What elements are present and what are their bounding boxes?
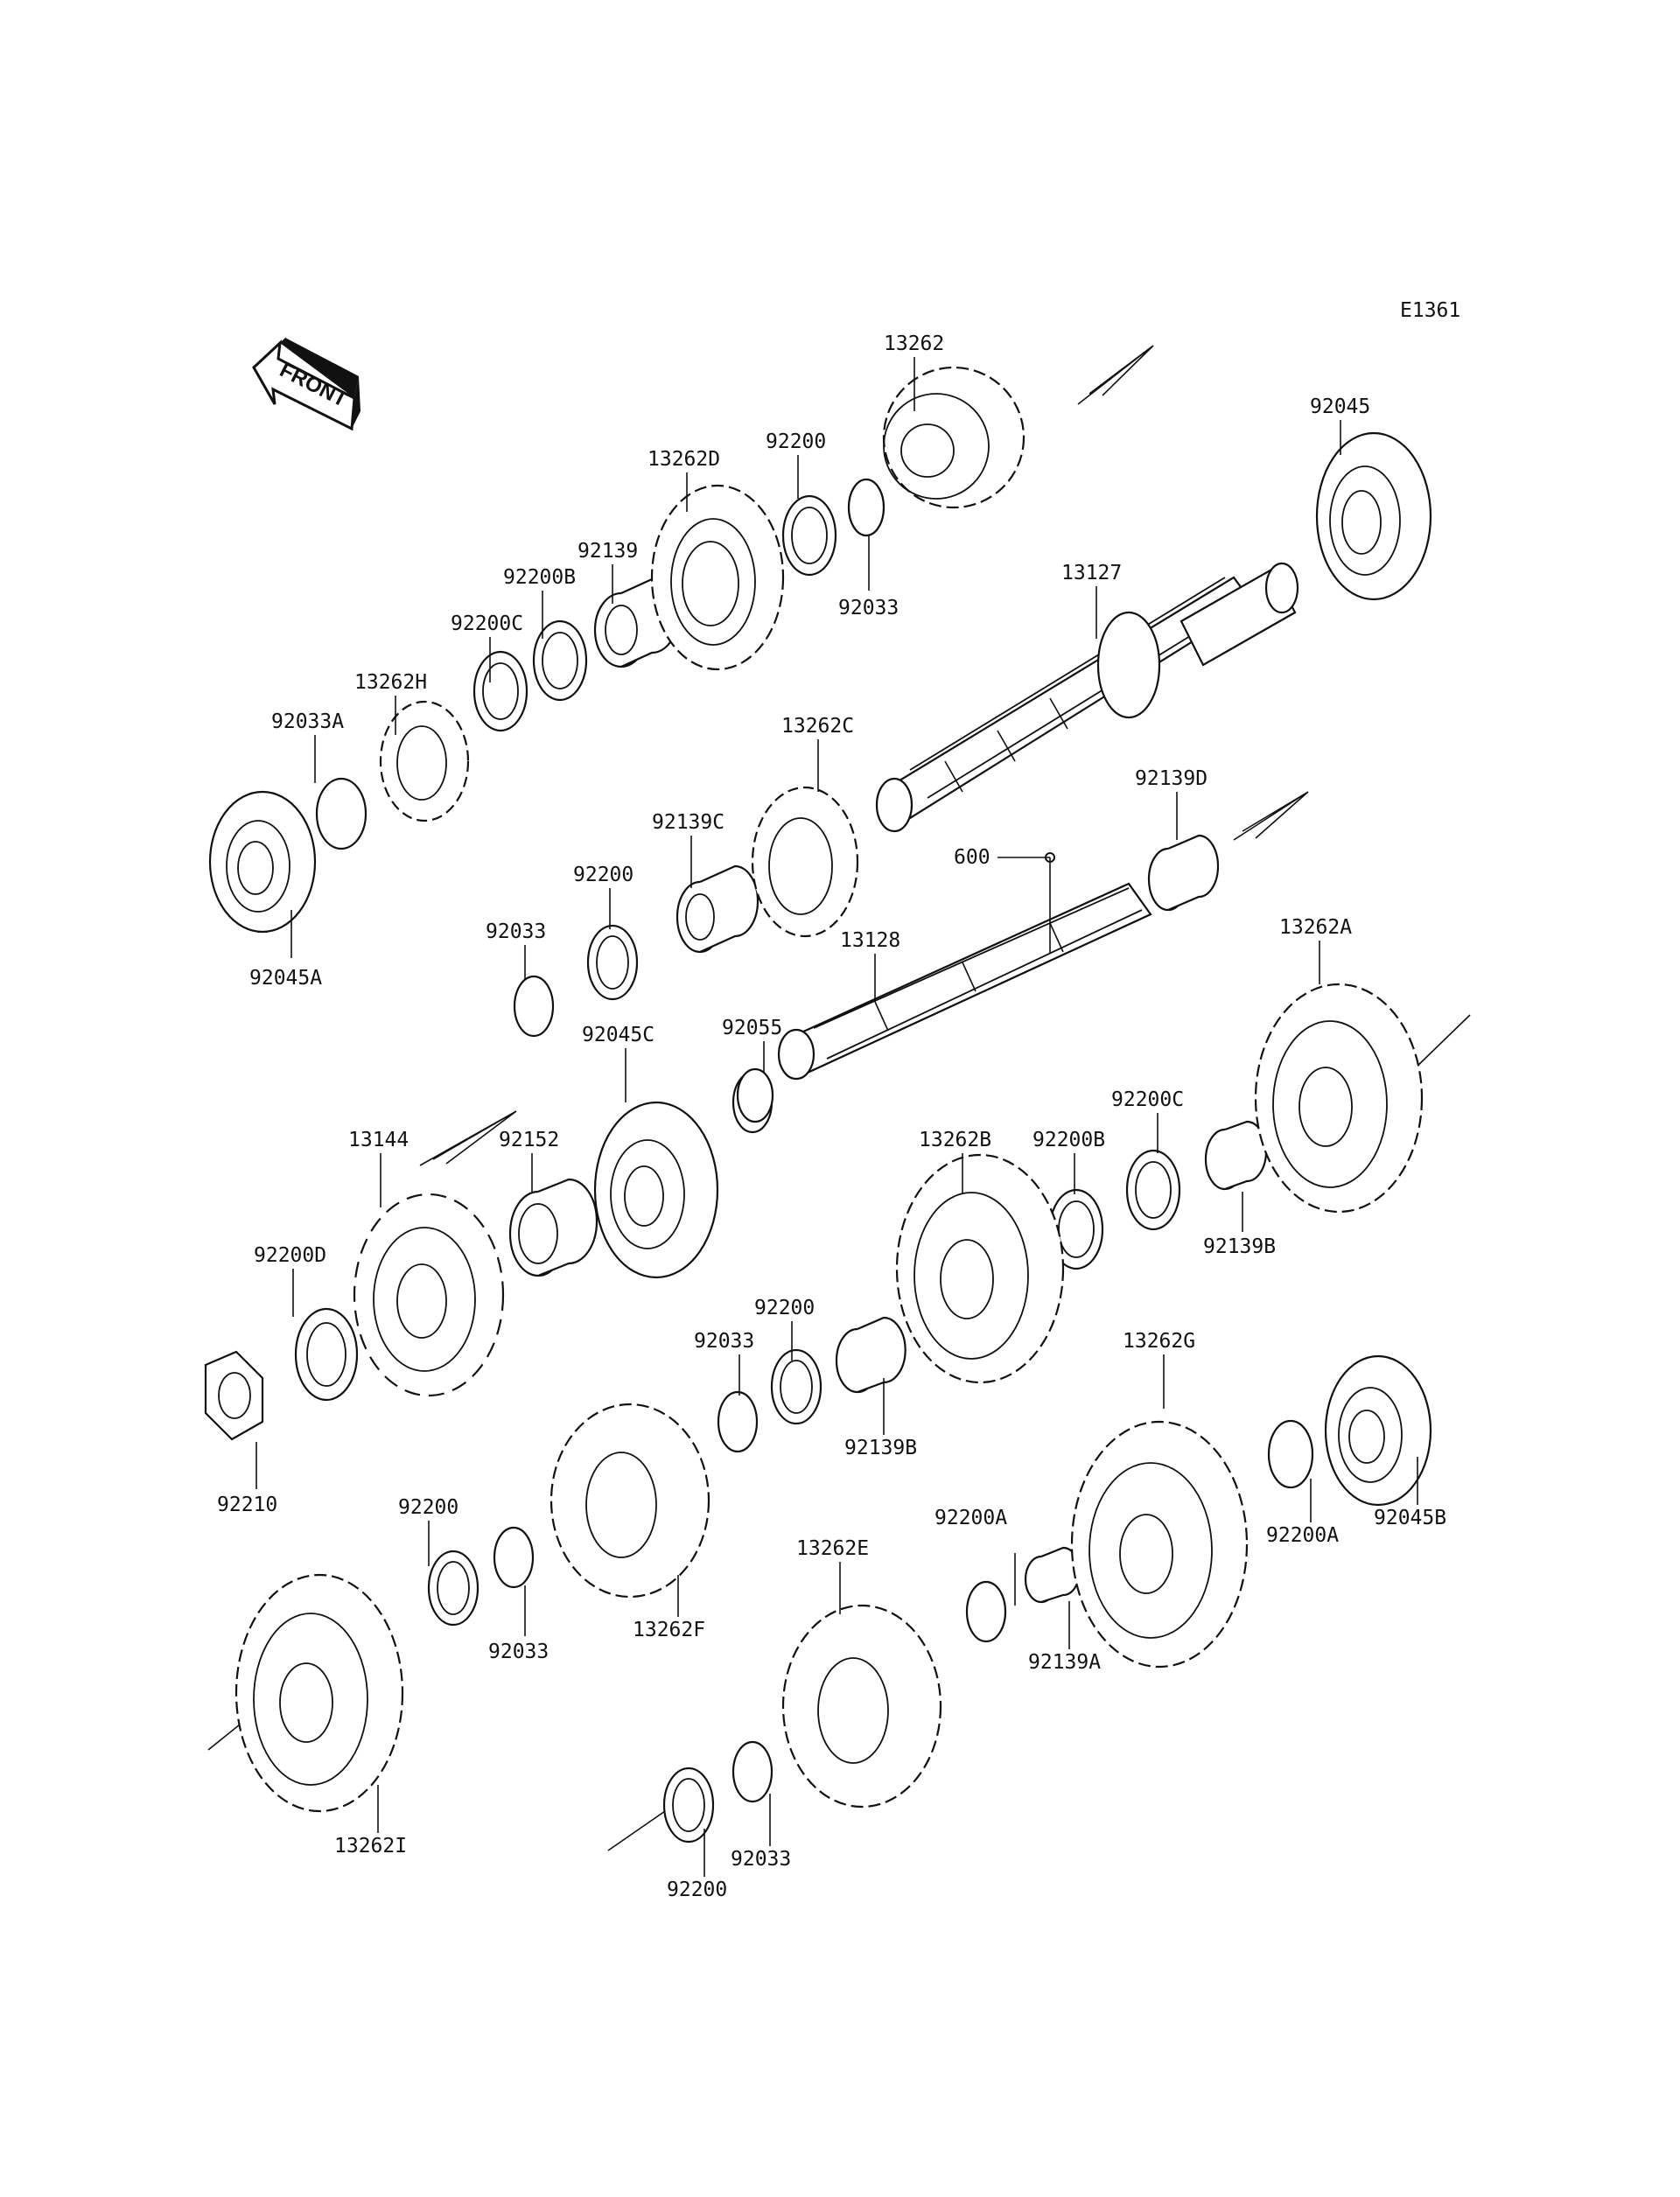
diagram-code: E1361 bbox=[1400, 299, 1460, 322]
bushing-92139d bbox=[1147, 834, 1220, 912]
gear-13262c bbox=[751, 786, 859, 938]
label-13262h: 13262H bbox=[354, 671, 427, 694]
label-92033a: 92033A bbox=[271, 710, 344, 733]
label-13262f: 13262F bbox=[633, 1619, 705, 1641]
label-92139a: 92139A bbox=[1028, 1651, 1101, 1674]
bearing-92045a bbox=[208, 790, 317, 934]
label-92200c-a: 92200C bbox=[451, 612, 523, 635]
label-92055: 92055 bbox=[722, 1017, 782, 1039]
gear-13262a bbox=[1254, 983, 1424, 1214]
shaft-13127 bbox=[875, 562, 1299, 833]
gear-13262h bbox=[379, 700, 470, 822]
bushing-92139c bbox=[676, 864, 760, 954]
needle-bearing-92139b-lower bbox=[835, 1316, 906, 1394]
gear-13262e bbox=[781, 1604, 942, 1809]
collar-92152 bbox=[508, 1178, 598, 1277]
axis-arrows bbox=[207, 345, 1471, 1851]
washers-and-circlips bbox=[294, 478, 1314, 1844]
label-92045: 92045 bbox=[1310, 395, 1370, 418]
label-92139b-b: 92139B bbox=[844, 1437, 917, 1459]
label-92200b-a: 92200B bbox=[503, 566, 576, 589]
bearing-92045b bbox=[1324, 1354, 1432, 1507]
label-92139: 92139 bbox=[578, 540, 638, 563]
leader-lines bbox=[256, 357, 1418, 1877]
label-92210: 92210 bbox=[217, 1494, 277, 1516]
label-13262: 13262 bbox=[884, 332, 944, 355]
label-92033-b: 92033 bbox=[486, 920, 546, 943]
label-13262d: 13262D bbox=[648, 448, 720, 471]
label-92200d: 92200D bbox=[254, 1244, 326, 1267]
label-13262g: 13262G bbox=[1123, 1330, 1195, 1353]
nut-92210 bbox=[204, 1350, 264, 1441]
label-13127: 13127 bbox=[1061, 562, 1122, 584]
label-92045a: 92045A bbox=[249, 967, 322, 990]
needle-bearing-92139b-upper bbox=[1204, 1120, 1268, 1191]
shaft-13128 bbox=[777, 852, 1152, 1081]
label-92033-c: 92033 bbox=[694, 1330, 754, 1353]
label-13262b: 13262B bbox=[919, 1129, 991, 1151]
label-92045b: 92045B bbox=[1374, 1507, 1446, 1529]
label-92200a-b: 92200A bbox=[1266, 1524, 1339, 1547]
label-92200-a: 92200 bbox=[766, 430, 826, 453]
label-92139b-a: 92139B bbox=[1203, 1235, 1276, 1258]
label-92200b-b: 92200B bbox=[1032, 1129, 1105, 1151]
gear-13262d bbox=[650, 484, 785, 671]
label-92033-e: 92033 bbox=[731, 1848, 791, 1871]
label-13262e: 13262E bbox=[796, 1537, 869, 1560]
label-92200-c: 92200 bbox=[754, 1297, 815, 1319]
label-92033-a: 92033 bbox=[838, 597, 899, 619]
label-92152: 92152 bbox=[499, 1129, 559, 1151]
label-13144: 13144 bbox=[348, 1129, 409, 1151]
label-13262c: 13262C bbox=[781, 715, 854, 738]
label-92139c: 92139C bbox=[652, 811, 724, 834]
bushing-92139a bbox=[1024, 1546, 1081, 1604]
gear-13262g bbox=[1070, 1420, 1249, 1669]
bearing-92045 bbox=[1315, 431, 1432, 601]
label-92200-b: 92200 bbox=[573, 864, 634, 886]
label-92200a-a: 92200A bbox=[934, 1507, 1007, 1529]
label-13128: 13128 bbox=[840, 929, 900, 952]
label-13262a: 13262A bbox=[1279, 916, 1352, 939]
label-92139d: 92139D bbox=[1135, 767, 1208, 790]
label-92033-d: 92033 bbox=[488, 1641, 549, 1663]
gear-13262 bbox=[882, 366, 1026, 509]
gear-13262f bbox=[550, 1403, 710, 1599]
gear-13262i bbox=[234, 1573, 404, 1813]
label-13262i: 13262I bbox=[334, 1835, 407, 1858]
label-92200-d: 92200 bbox=[398, 1496, 458, 1519]
front-arrow-icon: FRONT bbox=[252, 338, 360, 431]
label-92045c: 92045C bbox=[582, 1024, 654, 1046]
sprocket-13144 bbox=[353, 1193, 505, 1397]
gear-13262b bbox=[895, 1153, 1065, 1384]
label-600: 600 bbox=[954, 846, 990, 869]
label-92200-e: 92200 bbox=[667, 1879, 727, 1901]
part-labels: 13262 92045 13262D 92200 92139 92033 922… bbox=[217, 332, 1446, 1901]
bearing-92045c bbox=[593, 1101, 719, 1279]
label-92200c-b: 92200C bbox=[1111, 1088, 1184, 1111]
